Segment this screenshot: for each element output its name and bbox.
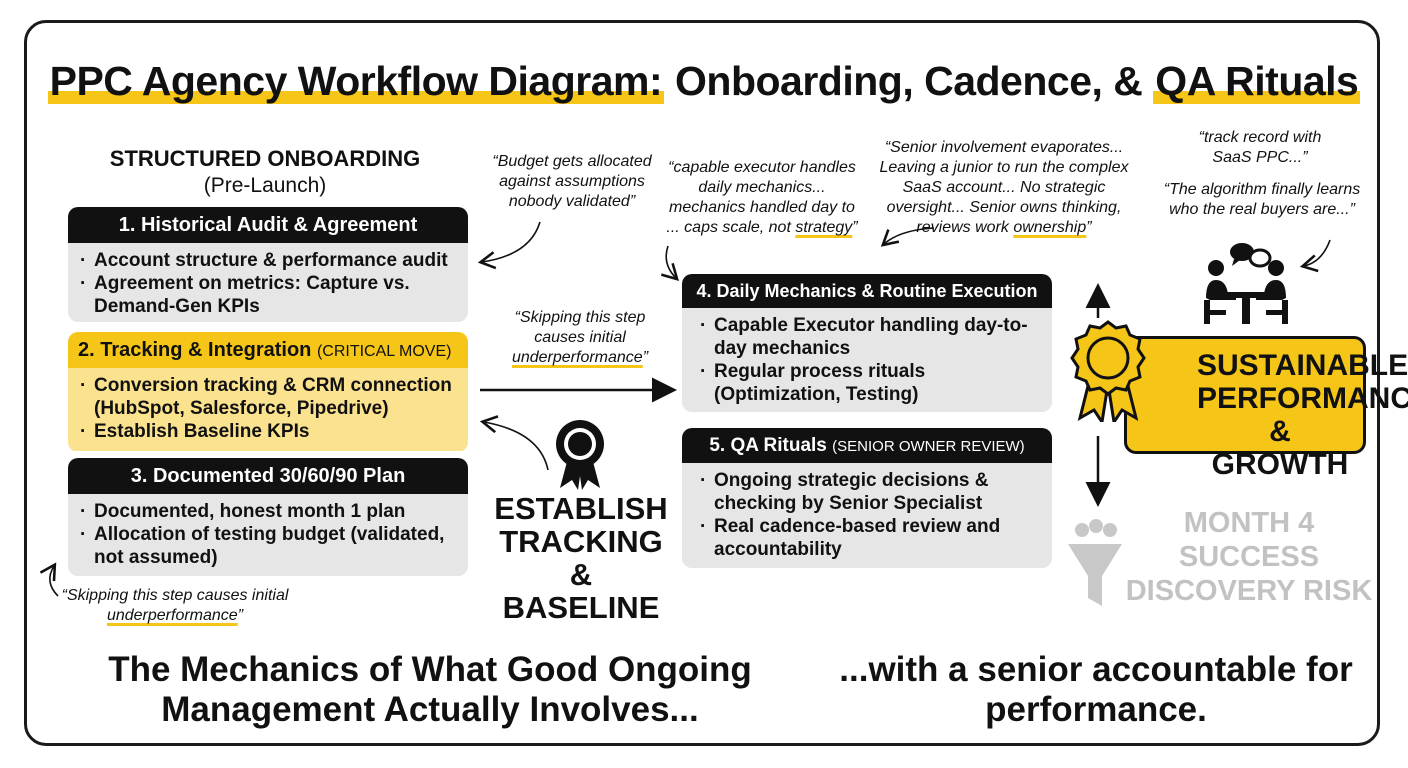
left-quote-arrow (39, 562, 59, 597)
funnel-icon (1066, 518, 1124, 610)
card-body: ·Documented, honest month 1 plan ·Alloca… (68, 494, 468, 576)
bottom-left-statement: The Mechanics of What Good Ongoing Manag… (108, 650, 752, 729)
card-body: ·Conversion tracking & CRM connection (H… (68, 368, 468, 451)
card-body: ·Ongoing strategic decisions & checking … (682, 463, 1052, 568)
senior-review-tag: (SENIOR OWNER REVIEW) (832, 438, 1025, 455)
card-tracking-integration: 2. Tracking & Integration (CRITICAL MOVE… (68, 332, 468, 452)
card-body: ·Capable Executor handling day-to-day me… (682, 308, 1052, 412)
quote-skipping-left: “Skipping this step causes initial under… (61, 587, 289, 624)
diagram-frame (24, 20, 1380, 746)
card-title: 3. Documented 30/60/90 Plan (68, 458, 468, 494)
title-part-2: Onboarding, Cadence, & (664, 58, 1154, 104)
bullet-item: ·Ongoing strategic decisions & checking … (700, 470, 989, 514)
bottom-right-statement: ...with a senior accountable for perform… (839, 650, 1353, 729)
ribbon-award-icon (552, 418, 608, 490)
senior-quote-arrow (880, 227, 935, 247)
quote-algorithm: “The algorithm finally learns who the re… (1163, 181, 1361, 218)
month-4-risk-label: MONTH 4 SUCCESS DISCOVERY RISK (1125, 507, 1373, 607)
bullet-item: ·Allocation of testing budget (validated… (80, 524, 445, 568)
card-historical-audit: 1. Historical Audit & Agreement ·Account… (68, 207, 468, 322)
card-body: ·Account structure & performance audit ·… (68, 243, 468, 322)
gold-medal-icon (1066, 318, 1150, 427)
bullet-item: ·Account structure & performance audit (80, 250, 448, 271)
card-title: 5. QA Rituals (SENIOR OWNER REVIEW) (682, 428, 1052, 463)
meeting-people-icon (1196, 238, 1296, 326)
bullet-item: ·Real cadence-based review and accountab… (700, 516, 1001, 560)
card-daily-mechanics: 4. Daily Mechanics & Routine Execution ·… (682, 274, 1052, 412)
card-title: 1. Historical Audit & Agreement (68, 207, 468, 243)
card-qa-rituals: 5. QA Rituals (SENIOR OWNER REVIEW) ·Ong… (682, 428, 1052, 568)
quote-track-record: “track record with SaaS PPC...” (1198, 129, 1322, 166)
quote-capable-executor: “capable executor handles daily mechanic… (666, 159, 858, 236)
bullet-item: ·Agreement on metrics: Capture vs. Deman… (80, 273, 410, 317)
sustainable-performance-badge: SUSTAINABLE PERFORMANCE & GROWTH (1124, 336, 1408, 481)
budget-quote-arrow (477, 221, 541, 270)
establish-arrow (479, 415, 549, 471)
bullet-item: ·Regular process rituals (Optimization, … (700, 361, 926, 405)
card-title: 2. Tracking & Integration (CRITICAL MOVE… (68, 332, 468, 368)
bullet-item: ·Establish Baseline KPIs (80, 421, 310, 442)
bullet-item: ·Documented, honest month 1 plan (80, 501, 406, 522)
title-part-3: QA Rituals (1153, 58, 1361, 104)
quote-skipping-middle: “Skipping this step causes initial under… (511, 309, 649, 366)
algorithm-quote-arrow (1299, 239, 1331, 273)
quote-senior-involvement: “Senior involvement evaporates... Leavin… (879, 139, 1129, 236)
onboarding-heading: STRUCTURED ONBOARDING (109, 146, 421, 171)
critical-move-tag: (CRITICAL MOVE) (316, 343, 452, 360)
onboarding-subheading: (Pre-Launch) (203, 174, 327, 197)
card-title: 4. Daily Mechanics & Routine Execution (682, 274, 1052, 308)
page-title: PPC Agency Workflow Diagram: Onboarding,… (0, 58, 1408, 105)
title-part-1: PPC Agency Workflow Diagram: (47, 58, 665, 104)
card-documented-plan: 3. Documented 30/60/90 Plan ·Documented,… (68, 458, 468, 576)
quote-budget: “Budget gets allocated against assumptio… (492, 153, 652, 210)
bullet-item: ·Capable Executor handling day-to-day me… (700, 315, 1028, 359)
bullet-item: ·Conversion tracking & CRM connection (H… (80, 375, 452, 419)
executor-quote-arrow (660, 245, 679, 281)
establish-tracking-label: ESTABLISH TRACKING & BASELINE (494, 491, 668, 625)
